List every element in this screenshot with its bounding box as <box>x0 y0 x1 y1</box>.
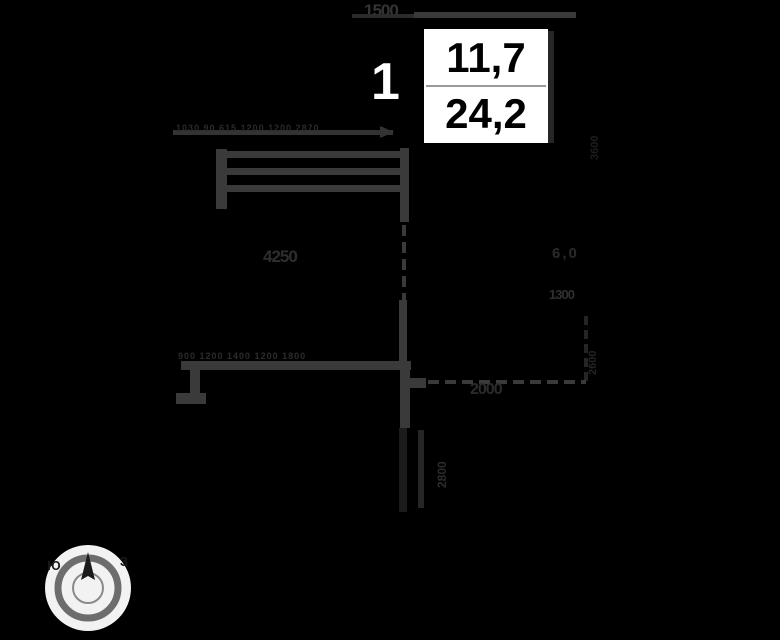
lower-left-foot <box>176 393 206 404</box>
compass-label-west: З <box>120 554 128 569</box>
compass-hub <box>72 572 104 604</box>
dimension-bottom-center-vertical-text: 2800 <box>435 461 449 488</box>
top-extension-wall-stub <box>352 14 414 18</box>
center-wall-segment <box>399 300 407 362</box>
living-area-value: 11,7 <box>426 31 546 87</box>
upper-room-glazing-2 <box>227 168 405 175</box>
dimension-chain-top-text: 1030 90 615 1200 1200 2870 <box>176 123 320 133</box>
total-area-value: 24,2 <box>445 90 527 137</box>
dimension-right-small-text: 6,0 <box>552 245 579 262</box>
bottom-center-left-wall <box>418 430 424 508</box>
area-box-shadow <box>548 31 554 143</box>
dimension-arrow-right-icon <box>380 126 394 138</box>
dimension-right-upper-vertical-text: 3600 <box>589 135 601 160</box>
right-dashed-boundary <box>584 316 588 384</box>
compass-label-south: Ю <box>47 558 60 573</box>
dimension-right-lower-vertical-text: 2600 <box>587 350 599 375</box>
lower-left-wall <box>190 366 200 402</box>
upper-room-glazing-3 <box>227 185 405 192</box>
room-number-callout: 1 <box>371 53 400 111</box>
upper-room-right-wall <box>400 148 409 210</box>
compass-rose-graphic: Ю З <box>43 543 133 633</box>
dimension-bottom-horizontal-text: 2000 <box>470 381 503 398</box>
compass-needle-north <box>81 552 95 580</box>
dimension-right-mid-text: 1300 <box>549 287 575 302</box>
dimension-chain-lower-text: 900 1200 1400 1200 1800 <box>178 351 307 361</box>
bottom-center-right-wall <box>399 428 407 512</box>
lower-right-wall <box>400 366 410 428</box>
lower-right-nub <box>410 378 426 388</box>
floor-plan-canvas: 1500 1 11,7 24,2 1030 90 615 1200 1200 2… <box>44 2 601 632</box>
dimension-center-room-text: 4250 <box>263 247 298 266</box>
lower-right-dashed-line <box>428 380 586 384</box>
dimension-chain-top-line <box>173 130 393 135</box>
top-extension-wall <box>414 12 576 18</box>
area-callout-box: 11,7 24,2 <box>424 29 548 143</box>
lower-top-wall <box>181 361 411 370</box>
upper-room-left-wall <box>216 149 227 209</box>
compass-rose: Ю З <box>36 536 140 640</box>
center-axis-dashed-line <box>402 208 406 326</box>
upper-room-glazing-1 <box>227 151 405 158</box>
